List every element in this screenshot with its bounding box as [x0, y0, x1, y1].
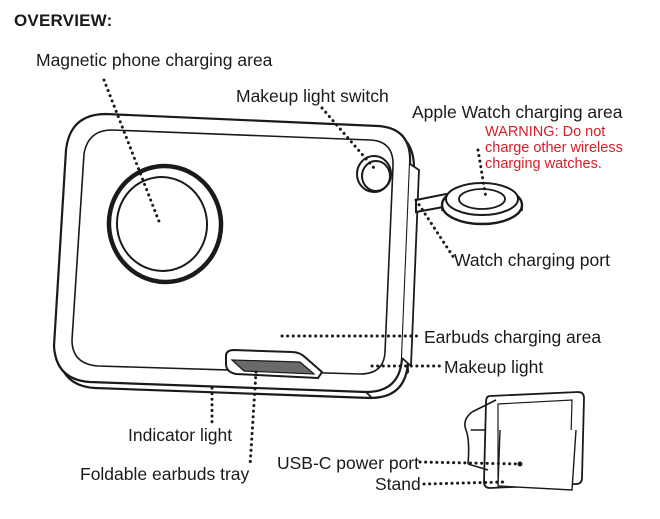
- label-makeup-light-switch: Makeup light switch: [236, 86, 389, 106]
- watch-charger: [415, 182, 524, 226]
- label-stand: Stand: [375, 474, 421, 494]
- warning-line: charging watches.: [485, 156, 602, 172]
- label-indicator-light: Indicator light: [128, 425, 233, 445]
- back-view-inset: [464, 391, 585, 491]
- leader-lines: [102, 78, 522, 486]
- label-makeup-light: Makeup light: [444, 357, 544, 377]
- usbc-port-dot: [517, 461, 523, 467]
- warning-text: WARNING: Do not charge other wireless ch…: [485, 124, 623, 172]
- label-usbc-power-port: USB-C power port: [277, 453, 419, 473]
- label-phone-charging-area: Magnetic phone charging area: [36, 50, 273, 70]
- page-title: OVERVIEW:: [14, 11, 113, 30]
- warning-line: charge other wireless: [485, 140, 623, 156]
- label-watch-charging-area: Apple Watch charging area: [412, 102, 623, 122]
- earbuds-tray: [225, 348, 324, 380]
- label-watch-charging-port: Watch charging port: [454, 250, 610, 270]
- label-earbuds-charging-area: Earbuds charging area: [424, 327, 602, 347]
- label-foldable-earbuds-tray: Foldable earbuds tray: [80, 464, 250, 484]
- makeup-switch-button: [356, 155, 392, 193]
- warning-line: WARNING: Do not: [485, 124, 606, 140]
- phone-charging-pad: [106, 163, 224, 285]
